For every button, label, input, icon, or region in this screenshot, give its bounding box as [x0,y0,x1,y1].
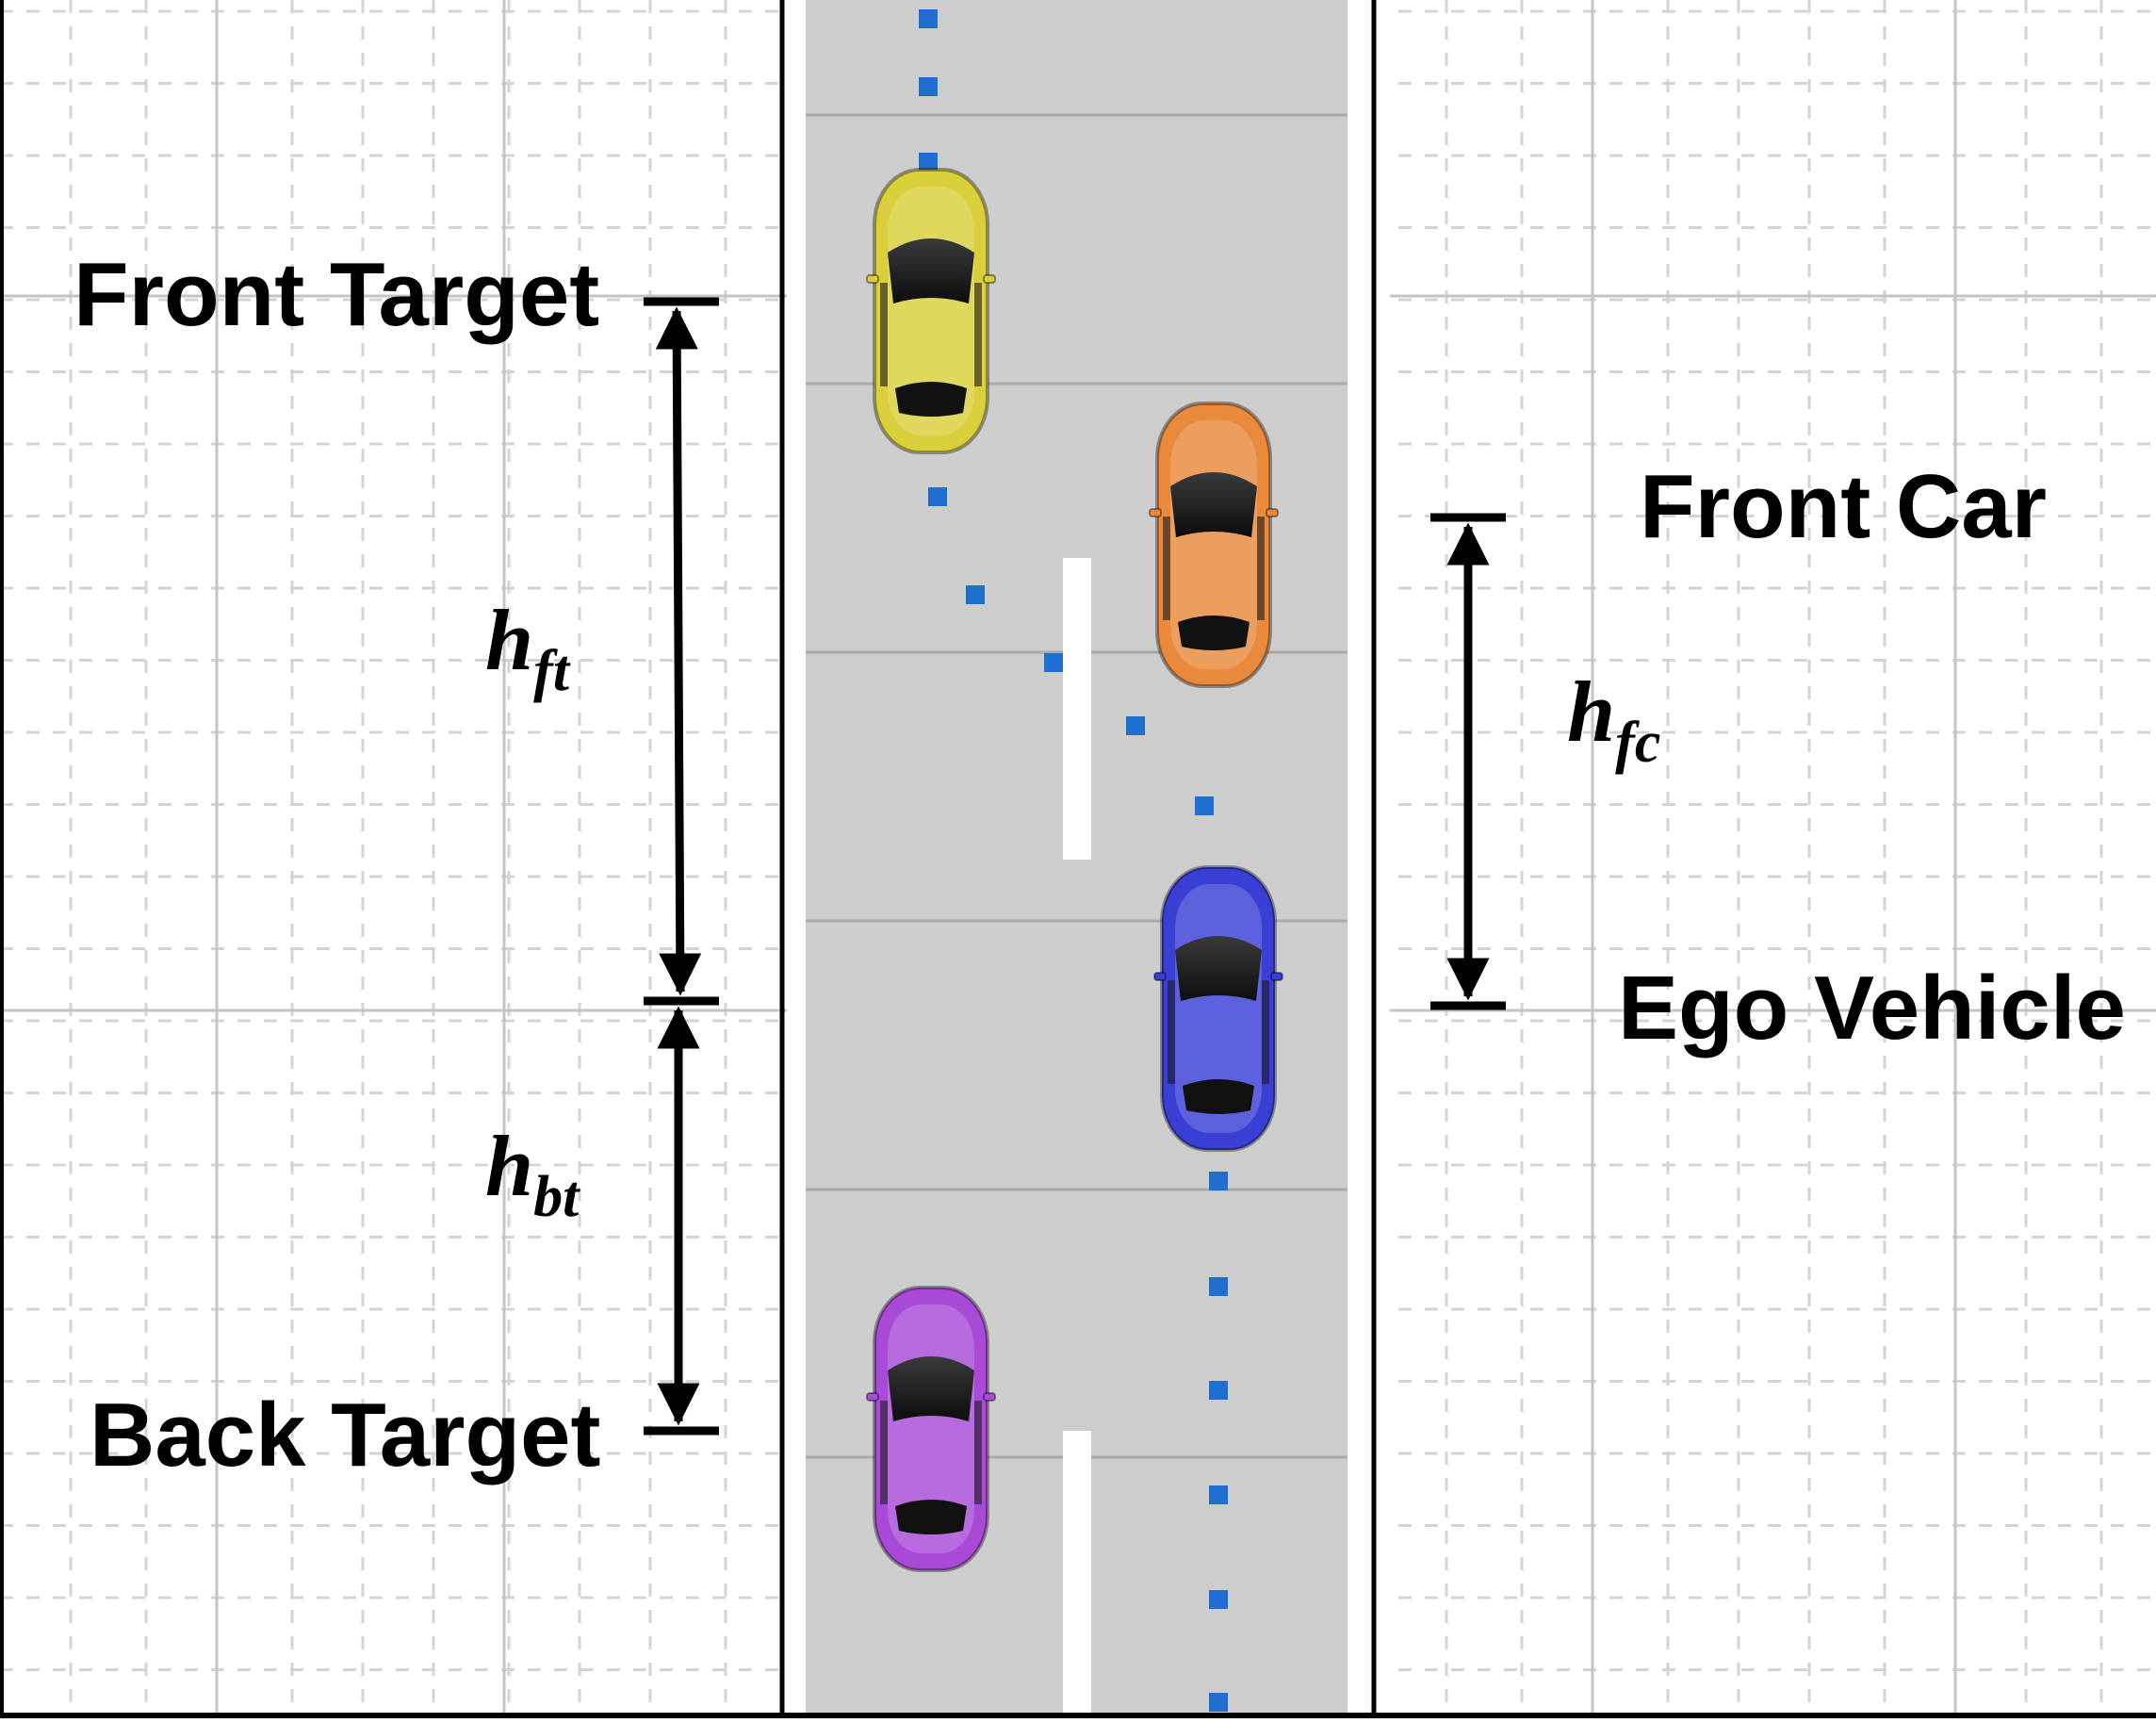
trajectory-point [928,487,947,506]
front-target-car-icon [866,168,996,454]
vehicles [866,168,1283,1572]
trajectory-point [919,9,938,28]
front-car-icon [1149,402,1279,688]
trajectory-point [1209,1172,1228,1190]
trajectory-point [1209,1590,1228,1609]
trajectory-point [966,585,985,604]
trajectory-point [1195,796,1214,815]
trajectory-point [1126,716,1145,735]
trajectory-point [1044,653,1063,672]
front-target-label: Front Target [74,244,599,345]
trajectory-point [1209,1277,1228,1296]
trajectory-point [1209,1693,1228,1712]
trajectory-point [1209,1381,1228,1400]
h-fc-symbol: hfc [1567,664,1660,775]
front-car-label: Front Car [1640,456,2047,557]
trajectory-point [1209,1485,1228,1504]
lane-marking-lower [1063,1431,1091,1718]
annotations [644,297,1506,1436]
lane-marking-upper [1063,558,1091,860]
h-ft-arrow [655,306,702,996]
ego-vehicle-car-icon [1153,865,1283,1152]
h-bt-symbol: hbt [485,1118,580,1229]
h-ft-symbol: hft [485,592,571,703]
ego-vehicle-label: Ego Vehicle [1618,958,2126,1058]
back-target-car-icon [866,1286,996,1572]
trajectory-point [919,77,938,96]
back-target-label: Back Target [90,1385,600,1485]
trajectory-point [919,153,938,172]
